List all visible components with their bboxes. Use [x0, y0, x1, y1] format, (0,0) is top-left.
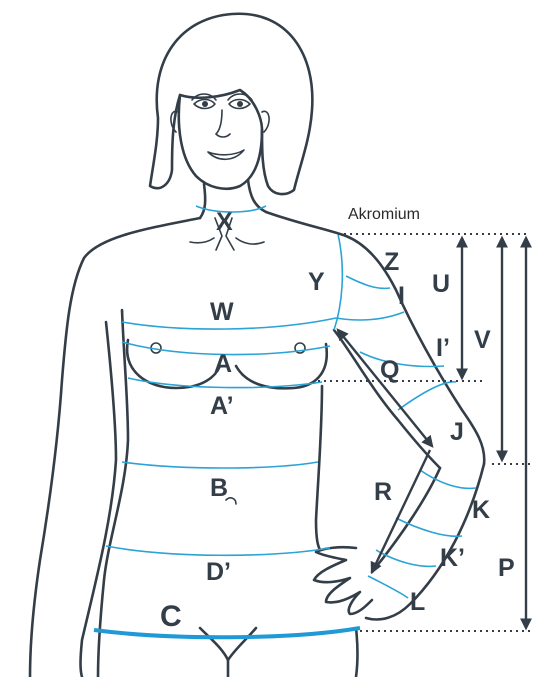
face	[179, 95, 262, 189]
label-Z: Z	[384, 248, 399, 276]
label-J: J	[450, 418, 464, 446]
label-P: P	[498, 554, 515, 582]
arrow-upper-arm	[338, 330, 432, 446]
acromion-label: Akromium	[348, 206, 420, 223]
label-K: K	[472, 496, 490, 524]
hair	[150, 14, 312, 194]
label-L: L	[410, 588, 425, 616]
neck	[200, 184, 205, 218]
arrow-forearm	[372, 450, 430, 572]
hip-line-C	[94, 628, 360, 637]
right-arm-inner	[334, 330, 440, 468]
nose	[216, 110, 230, 137]
label-D2: D’	[206, 558, 231, 586]
waist-line-B	[122, 462, 318, 468]
measurement-lines	[94, 206, 476, 637]
label-X: X	[216, 208, 233, 236]
mouth	[208, 150, 244, 159]
upper-arm-line-I	[336, 312, 404, 320]
label-Q: Q	[380, 356, 399, 384]
label-Y: Y	[308, 268, 325, 296]
label-I: I	[398, 282, 405, 310]
label-W: W	[210, 298, 234, 326]
label-R: R	[374, 478, 392, 506]
right-torso	[316, 386, 322, 550]
label-A: A	[214, 350, 232, 378]
forearm-line-R	[420, 470, 476, 488]
right-hand	[314, 547, 372, 614]
label-B: B	[210, 474, 228, 502]
label-C: C	[160, 600, 182, 633]
hip-line-D2	[106, 546, 330, 555]
label-U: U	[432, 270, 450, 298]
label-I2: I’	[436, 334, 450, 362]
wrist-line-K2	[376, 550, 436, 566]
label-K2: K’	[440, 544, 465, 572]
label-V: V	[474, 326, 491, 354]
figure-outline	[30, 14, 484, 677]
shoulder-line-Y	[334, 234, 342, 330]
wrist-line-L	[368, 576, 408, 598]
upper-arm-line-Z	[346, 276, 390, 288]
label-A2: A’	[210, 392, 234, 420]
